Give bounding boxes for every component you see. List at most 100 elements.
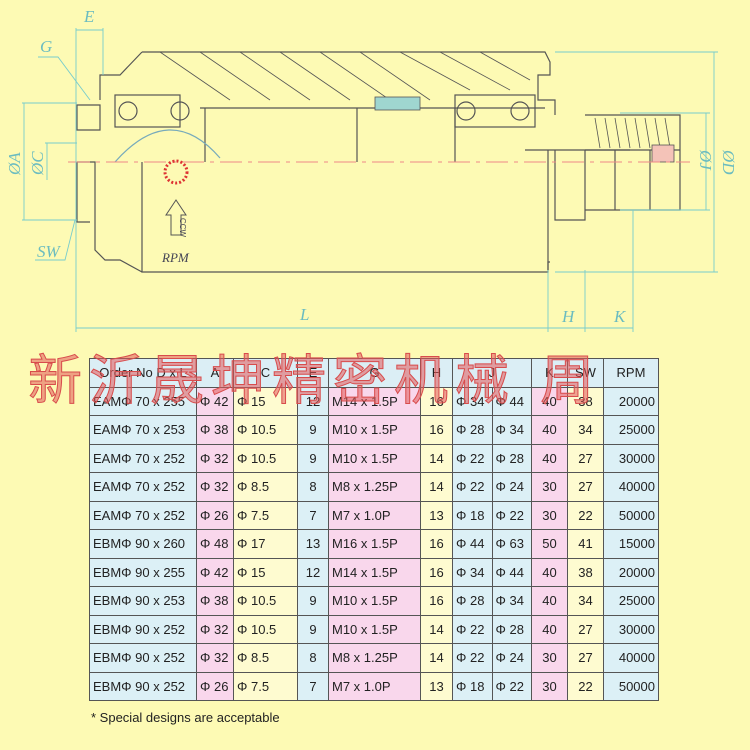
table-cell: Φ 34	[491, 415, 532, 445]
table-cell: 14	[420, 443, 453, 473]
table-cell: 15000	[603, 529, 659, 559]
table-cell: Φ 28	[452, 415, 493, 445]
table-cell: 30	[531, 472, 568, 502]
table-cell: 40	[531, 586, 568, 616]
table-cell: 30	[531, 643, 568, 673]
table-cell: Φ 7.5	[233, 500, 298, 530]
table-cell: 50000	[603, 500, 659, 530]
dim-l-label: L	[299, 305, 309, 324]
dim-g-label: G	[40, 37, 52, 56]
table-cell: Φ 10.5	[233, 415, 298, 445]
table-cell: M10 x 1.5P	[328, 586, 421, 616]
spindle-body	[141, 162, 550, 273]
table-cell: Φ 26	[196, 500, 234, 530]
table-cell: 30000	[603, 614, 659, 644]
table-cell: 40000	[603, 643, 659, 673]
table-cell: Φ 22	[452, 472, 493, 502]
table-cell: Φ 38	[196, 586, 234, 616]
col-a: A	[196, 358, 234, 388]
table-cell: 40	[531, 557, 568, 587]
table-cell: M8 x 1.25P	[328, 643, 421, 673]
table-cell: 12	[297, 557, 329, 587]
bearing-ball	[118, 101, 138, 121]
table-cell: Φ 15	[233, 386, 298, 416]
table-cell: Φ 22	[491, 500, 532, 530]
table-cell: 16	[420, 586, 453, 616]
table-cell: Φ 24	[491, 472, 532, 502]
table-cell: M7 x 1.0P	[328, 671, 421, 701]
table-cell: 38	[567, 557, 604, 587]
table-cell: Φ 8.5	[233, 472, 298, 502]
table-cell: 13	[420, 671, 453, 701]
table-cell: 13	[420, 500, 453, 530]
table-cell: 20000	[603, 557, 659, 587]
table-cell: Φ 24	[491, 643, 532, 673]
rpm-label: RPM	[161, 250, 190, 265]
table-cell: Φ 28	[491, 443, 532, 473]
table-cell: Φ 63	[491, 529, 532, 559]
table-cell: Φ 8.5	[233, 643, 298, 673]
table-cell: 14	[420, 643, 453, 673]
table-cell: Φ 10.5	[233, 586, 298, 616]
table-cell: EBMΦ 90 x 252	[89, 643, 197, 673]
col-h: H	[420, 358, 453, 388]
table-cell: 22	[567, 500, 604, 530]
col-e: E	[297, 358, 329, 388]
table-cell: 27	[567, 443, 604, 473]
table-cell: EAMΦ 70 x 252	[89, 500, 197, 530]
table-cell: EBMΦ 90 x 255	[89, 557, 197, 587]
table-cell: 9	[297, 614, 329, 644]
table-cell: 34	[567, 415, 604, 445]
table-cell: 50000	[603, 671, 659, 701]
table-cell: Φ 28	[452, 586, 493, 616]
table-cell: M8 x 1.25P	[328, 472, 421, 502]
dim-k-label: K	[613, 307, 627, 326]
dim-c-label: ØC	[28, 151, 47, 176]
table-cell: 16	[420, 529, 453, 559]
table-cell: M10 x 1.5P	[328, 415, 421, 445]
rotation-icon	[163, 159, 189, 185]
table-cell: Φ 32	[196, 472, 234, 502]
table-cell: Φ 44	[491, 386, 532, 416]
table-cell: 30	[531, 500, 568, 530]
table-cell: 9	[297, 586, 329, 616]
table-cell: Φ 32	[196, 614, 234, 644]
table-cell: EBMΦ 90 x 260	[89, 529, 197, 559]
table-cell: M14 x 1.5P	[328, 386, 421, 416]
col-sw: SW	[567, 358, 604, 388]
table-header-row: Order No D x L A C E G H J K SW RPM	[89, 358, 659, 388]
table-cell: Φ 22	[491, 671, 532, 701]
table-cell: Φ 22	[452, 443, 493, 473]
table-cell: EBMΦ 90 x 252	[89, 671, 197, 701]
dim-j-label: ØJ	[696, 149, 715, 171]
dim-h-label: H	[561, 307, 576, 326]
spindle-cross-section-drawing: CCW RPM E G ØA ØC SW L H K ØJ ØD	[5, 7, 738, 332]
col-order-no: Order No D x L	[89, 358, 197, 388]
table-cell: Φ 22	[452, 643, 493, 673]
table-cell: EBMΦ 90 x 252	[89, 614, 197, 644]
table-cell: 40	[531, 415, 568, 445]
table-cell: 27	[567, 472, 604, 502]
table-cell: 8	[297, 472, 329, 502]
table-cell: 9	[297, 443, 329, 473]
table-cell: Φ 34	[452, 557, 493, 587]
table-cell: 50	[531, 529, 568, 559]
housing-outline	[142, 51, 556, 115]
table-cell: Φ 38	[196, 415, 234, 445]
footnote: * Special designs are acceptable	[91, 710, 280, 725]
col-k: K	[531, 358, 568, 388]
dim-a-label: ØA	[5, 152, 24, 176]
table-cell: 9	[297, 415, 329, 445]
table-cell: 16	[420, 557, 453, 587]
table-cell: EAMΦ 70 x 253	[89, 415, 197, 445]
dim-e-label: E	[83, 7, 95, 26]
table-cell: 7	[297, 671, 329, 701]
